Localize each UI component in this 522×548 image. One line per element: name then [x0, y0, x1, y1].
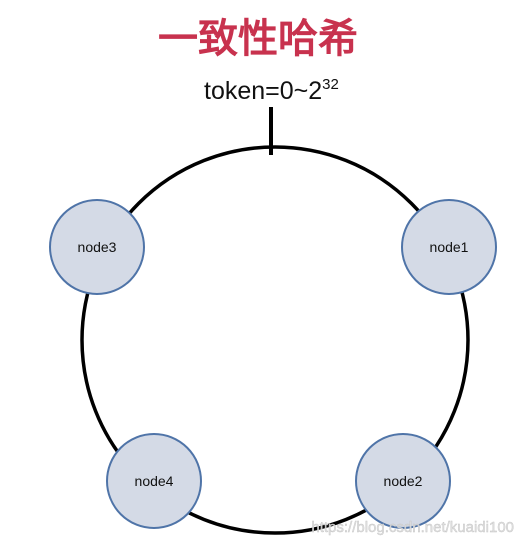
node-group-node3: node3: [49, 199, 145, 295]
node-circle-node3: [49, 199, 145, 295]
node-label-node4: node4: [135, 473, 174, 489]
hash-ring: [80, 145, 470, 535]
node-label-node2: node2: [384, 473, 423, 489]
node-circle-node4: [106, 433, 202, 529]
node-group-node1: node1: [401, 199, 497, 295]
node-label-node3: node3: [78, 239, 117, 255]
node-circle-node2: [355, 433, 451, 529]
node-group-node2: node2: [355, 433, 451, 529]
node-group-node4: node4: [106, 433, 202, 529]
token-range-label: token=0~232: [204, 76, 339, 105]
watermark-text: https://blog.csdn.net/kuaidi100: [311, 519, 514, 536]
token-range-base: token=0~2: [204, 77, 322, 105]
diagram-title: 一致性哈希: [158, 16, 358, 62]
token-range-exponent: 32: [322, 76, 339, 93]
node-label-node1: node1: [430, 239, 469, 255]
node-circle-node1: [401, 199, 497, 295]
